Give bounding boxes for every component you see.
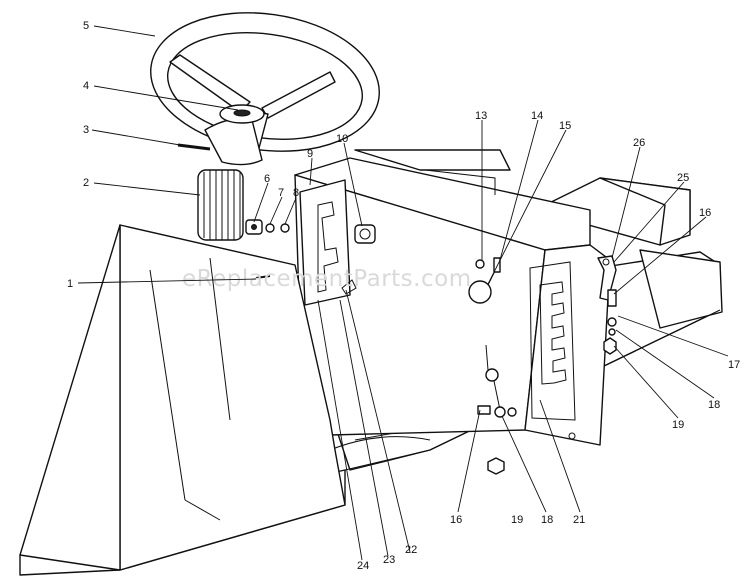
callout-19-lower: 19 [511, 514, 523, 526]
callout-15: 15 [559, 120, 571, 132]
seat-pan [534, 177, 691, 246]
callout-9: 9 [307, 148, 313, 160]
callout-7: 7 [278, 187, 284, 199]
callout-17: 17 [728, 359, 740, 371]
callout-10: 10 [336, 133, 348, 145]
callout-16-right: 16 [699, 207, 711, 219]
callout-24: 24 [357, 560, 369, 572]
callout-23: 23 [383, 554, 395, 566]
callout-22: 22 [405, 544, 417, 556]
hood [19, 224, 346, 571]
callout-3: 3 [83, 124, 89, 136]
callout-26: 26 [633, 137, 645, 149]
watermark-text: eReplacementParts.com [182, 266, 472, 292]
callout-5: 5 [83, 20, 89, 32]
callout-18-lower: 18 [541, 514, 553, 526]
callout-8: 8 [293, 187, 299, 199]
callout-19-right: 19 [672, 419, 684, 431]
callout-18-right: 18 [708, 399, 720, 411]
callout-21: 21 [573, 514, 585, 526]
callout-6: 6 [264, 173, 270, 185]
steering-wheel [150, 12, 380, 166]
hardware-parts [177, 143, 617, 475]
steering-column-boot [197, 169, 244, 241]
callout-2: 2 [83, 177, 89, 189]
callout-labels: 1 2 3 4 5 6 7 8 9 10 13 14 15 16 16 17 1… [67, 20, 740, 572]
callout-4: 4 [83, 80, 89, 92]
callout-16-lower: 16 [450, 514, 462, 526]
callout-1: 1 [67, 278, 73, 290]
callout-25: 25 [677, 172, 689, 184]
leader-lines [77, 25, 729, 561]
callout-13: 13 [475, 110, 487, 122]
dash-panel [294, 149, 611, 446]
callout-14: 14 [531, 110, 543, 122]
